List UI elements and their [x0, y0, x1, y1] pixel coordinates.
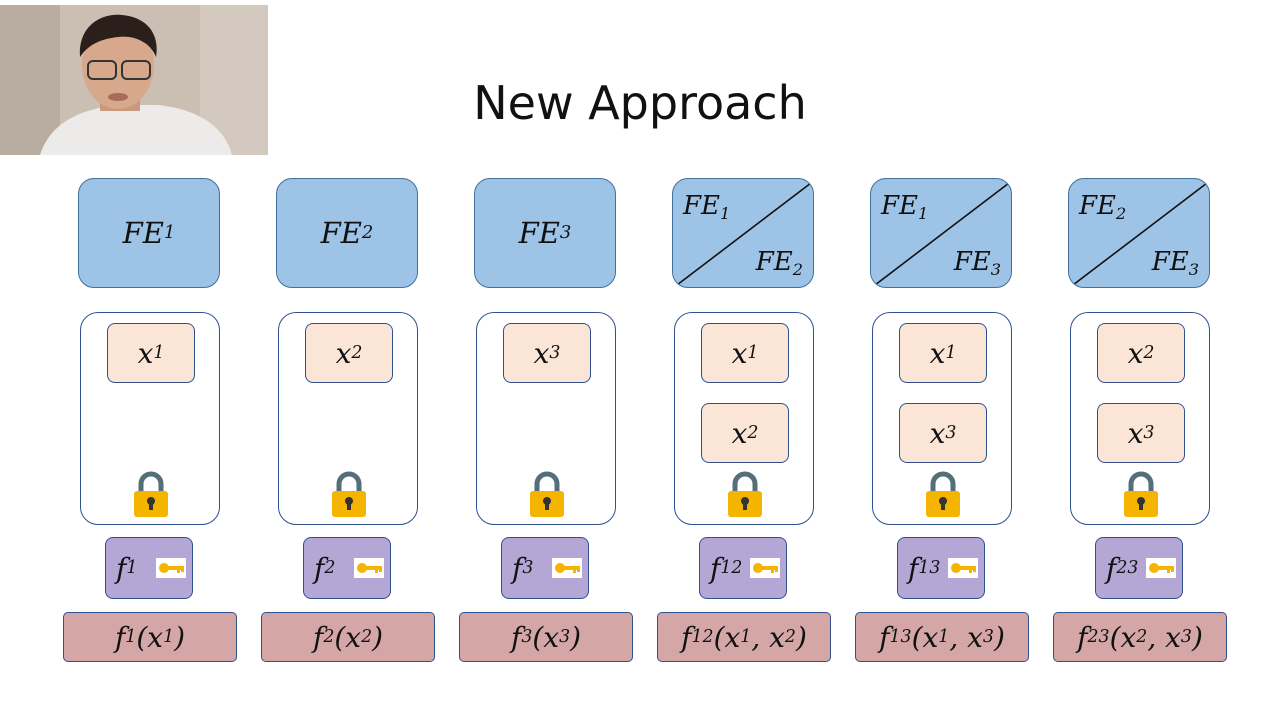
- fe-label-top: FE1: [683, 191, 731, 223]
- padlock-icon: [133, 470, 169, 522]
- diagonal-divider: [1072, 182, 1208, 286]
- fe-label-bottom: FE2: [755, 247, 803, 279]
- key-icon: [552, 558, 582, 582]
- key-icon: [750, 558, 780, 582]
- padlock-icon: [925, 470, 961, 522]
- padlock-icon: [331, 470, 367, 522]
- slide-title: New Approach: [473, 76, 807, 130]
- fe-label-bottom: FE3: [1151, 247, 1199, 279]
- key-icon: [156, 558, 186, 582]
- fe-label-bottom: FE3: [953, 247, 1001, 279]
- padlock-icon: [1123, 470, 1159, 522]
- padlock-icon: [727, 470, 763, 522]
- padlock-icon: [529, 470, 565, 522]
- presenter-webcam: [0, 5, 268, 155]
- key-icon: [1146, 558, 1176, 582]
- fe-label-top: FE2: [1079, 191, 1127, 223]
- key-icon: [354, 558, 384, 582]
- key-icon: [948, 558, 978, 582]
- fe-label-top: FE1: [881, 191, 929, 223]
- diagonal-divider: [676, 182, 812, 286]
- diagonal-divider: [874, 182, 1010, 286]
